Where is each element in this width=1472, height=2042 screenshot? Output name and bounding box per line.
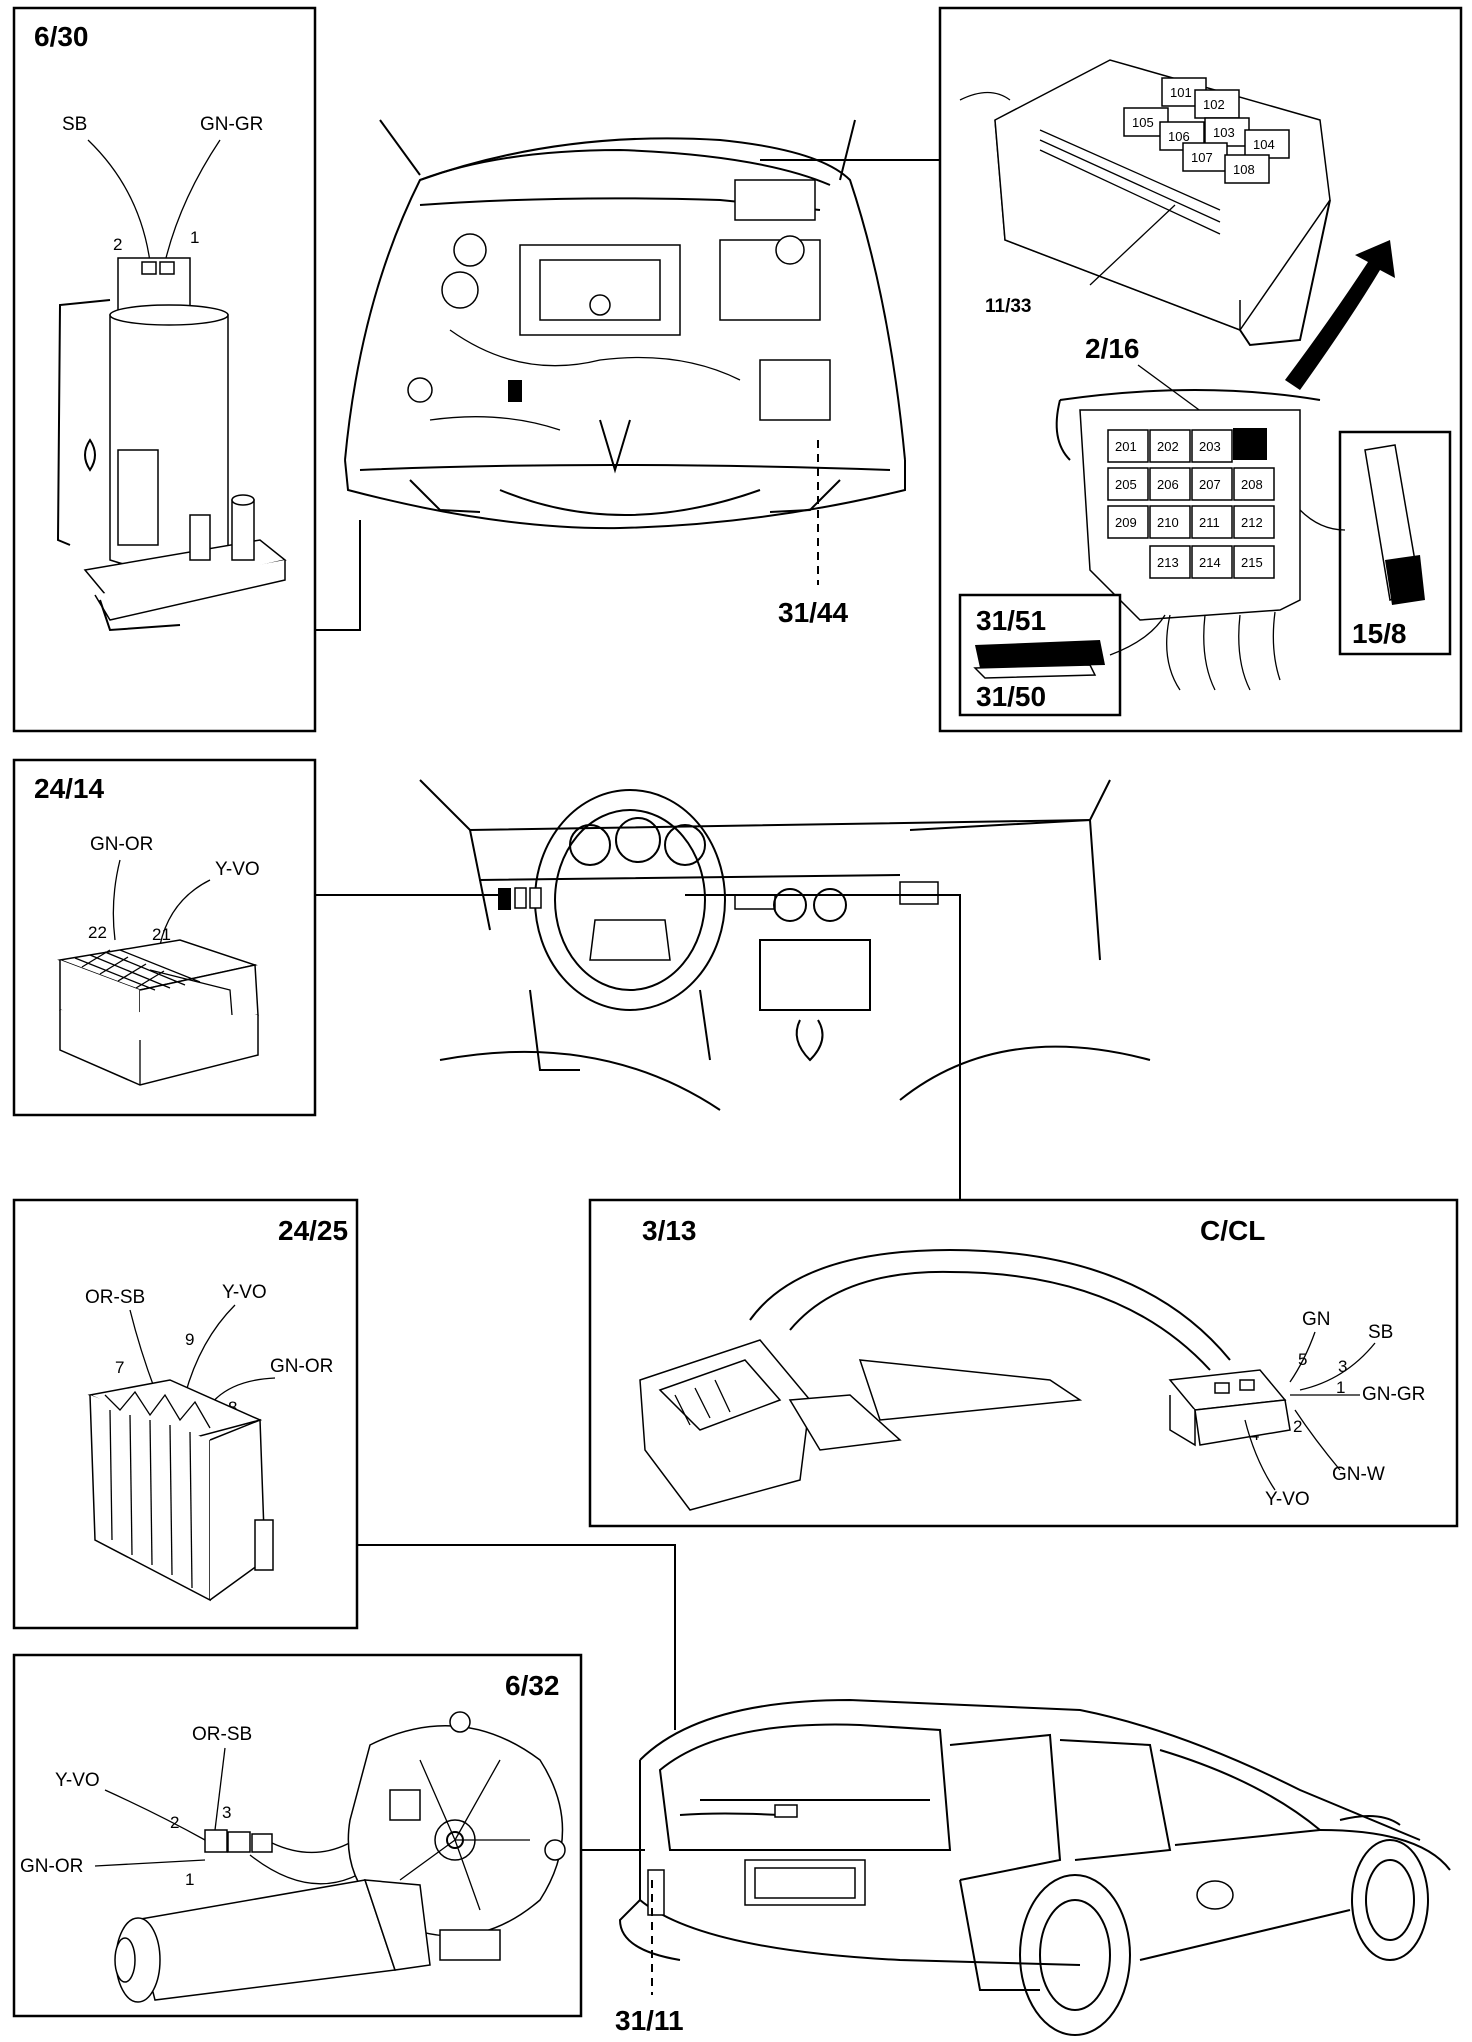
stalk-tag: C/CL	[1200, 1215, 1265, 1246]
arrow-icon	[1285, 240, 1395, 390]
leader-relay-slot	[1089, 204, 1176, 286]
connector-inset-15-8: 15/8	[1299, 430, 1452, 656]
stalk-wire-sb: SB	[1368, 1322, 1393, 1343]
washer-pump-id: 6/30	[34, 21, 89, 52]
switch-connector-drawing	[57, 859, 259, 1086]
wiper-wire-a: OR-SB	[192, 1724, 252, 1745]
stalk-wire-gnw: GN-W	[1332, 1464, 1385, 1485]
relay-2: 102	[1203, 97, 1225, 112]
washer-pin-a: 2	[113, 235, 122, 254]
connector-wire-a: OR-SB	[85, 1287, 145, 1308]
fuse-box-id: 2/16	[1085, 333, 1140, 364]
relay-7: 107	[1191, 150, 1213, 165]
connector-b-id: 31/50	[976, 681, 1046, 712]
leader-stalk	[685, 894, 961, 1200]
relay-grid: 101 102 103 104 105 106 107 108	[1123, 77, 1290, 184]
leader-connector	[357, 1544, 676, 1730]
engine-bay-drawing	[344, 119, 906, 530]
tailgate-ground-id: 31/11	[615, 2005, 684, 2036]
fuse-9: 210	[1157, 515, 1179, 530]
connector-id: 24/25	[278, 1215, 348, 1246]
fuse-12: 213	[1157, 555, 1179, 570]
fuse-10: 211	[1199, 515, 1220, 530]
fuse-8: 209	[1115, 515, 1137, 530]
washer-pin-b: 1	[190, 228, 199, 247]
switch-id: 24/14	[34, 773, 104, 804]
wiper-pin-3: 3	[222, 1803, 231, 1822]
relay-6: 106	[1168, 129, 1190, 144]
connector-drawing	[87, 1304, 276, 1602]
fuse-7: 208	[1241, 477, 1263, 492]
panel-washer-pump: 6/30 SB GN-GR 2 1	[12, 6, 317, 733]
wiper-id: 6/32	[505, 1670, 560, 1701]
connector-c-id: 15/8	[1352, 618, 1407, 649]
stalk-pin-2: 2	[1293, 1417, 1302, 1436]
relay-1: 101	[1170, 85, 1192, 100]
connector-wire-c: GN-OR	[270, 1356, 333, 1377]
dashboard-drawing	[419, 779, 1151, 1111]
wiper-wire-b: Y-VO	[55, 1770, 100, 1791]
relay-4: 104	[1253, 137, 1275, 152]
fuse-grid: 201 202 203 205 206 207 208 209 210 211 …	[1107, 429, 1275, 579]
stalk-wire-gn: GN	[1302, 1309, 1331, 1330]
panel-switch-24-14: 24/14 GN-OR Y-VO 22 21	[12, 758, 317, 1117]
stalk-pin-3: 3	[1338, 1357, 1347, 1376]
washer-wire-b: GN-GR	[200, 114, 263, 135]
switch-pin-a: 22	[88, 923, 107, 942]
connector-pin-a: 7	[115, 1358, 124, 1377]
relay-3: 103	[1213, 125, 1235, 140]
connector-a-id: 31/51	[976, 605, 1046, 636]
wiper-wire-c: GN-OR	[20, 1856, 83, 1877]
wiper-pin-2: 2	[170, 1813, 179, 1832]
switch-wire-b: Y-VO	[215, 859, 260, 880]
switch-wire-a: GN-OR	[90, 834, 153, 855]
connector-inset-31-51: 31/51 31/50	[958, 593, 1166, 717]
wiper-motor-drawing	[94, 1711, 566, 2003]
fuse-2: 202	[1157, 439, 1179, 454]
fuse-14: 215	[1241, 555, 1263, 570]
stalk-wire-yvo: Y-VO	[1265, 1489, 1310, 1510]
panel-stalk-3-13: 3/13 C/CL GN SB GN-GR GN-W Y-VO 5 3 1 2 …	[588, 1198, 1459, 1528]
relay-8: 108	[1233, 162, 1255, 177]
stalk-drawing	[639, 1248, 1376, 1511]
fuse-3: 203	[1199, 439, 1221, 454]
fuse-4: 205	[1115, 477, 1137, 492]
panel-connector-24-25: 24/25 OR-SB Y-VO GN-OR 7 9 8	[12, 1198, 359, 1630]
switch-pin-b: 21	[152, 925, 171, 944]
stalk-id: 3/13	[642, 1215, 697, 1246]
panel-fusebox: 101 102 103 104 105 106 107 108 11/33 2/…	[938, 6, 1463, 733]
washer-pump-drawing	[56, 139, 287, 632]
stalk-pin-1: 1	[1336, 1378, 1345, 1397]
washer-wire-a: SB	[62, 114, 87, 135]
connector-pin-b: 9	[185, 1330, 194, 1349]
fuse-6: 207	[1199, 477, 1221, 492]
car-rear-drawing	[618, 1698, 1451, 2036]
fuse-1: 201	[1115, 439, 1137, 454]
wiper-pin-1: 1	[185, 1870, 194, 1889]
panel-wiper-motor: 6/32 OR-SB Y-VO GN-OR 3 2 1	[12, 1653, 583, 2018]
stalk-wire-gngr: GN-GR	[1362, 1384, 1425, 1405]
relay-5: 105	[1132, 115, 1154, 130]
fuse-13: 214	[1199, 555, 1221, 570]
fuse-11: 212	[1241, 515, 1263, 530]
fuse-5: 206	[1157, 477, 1179, 492]
connector-wire-b: Y-VO	[222, 1282, 267, 1303]
engine-ground-id: 31/44	[778, 597, 848, 628]
leader-washer	[315, 520, 361, 631]
relay-box-id: 11/33	[985, 296, 1032, 317]
